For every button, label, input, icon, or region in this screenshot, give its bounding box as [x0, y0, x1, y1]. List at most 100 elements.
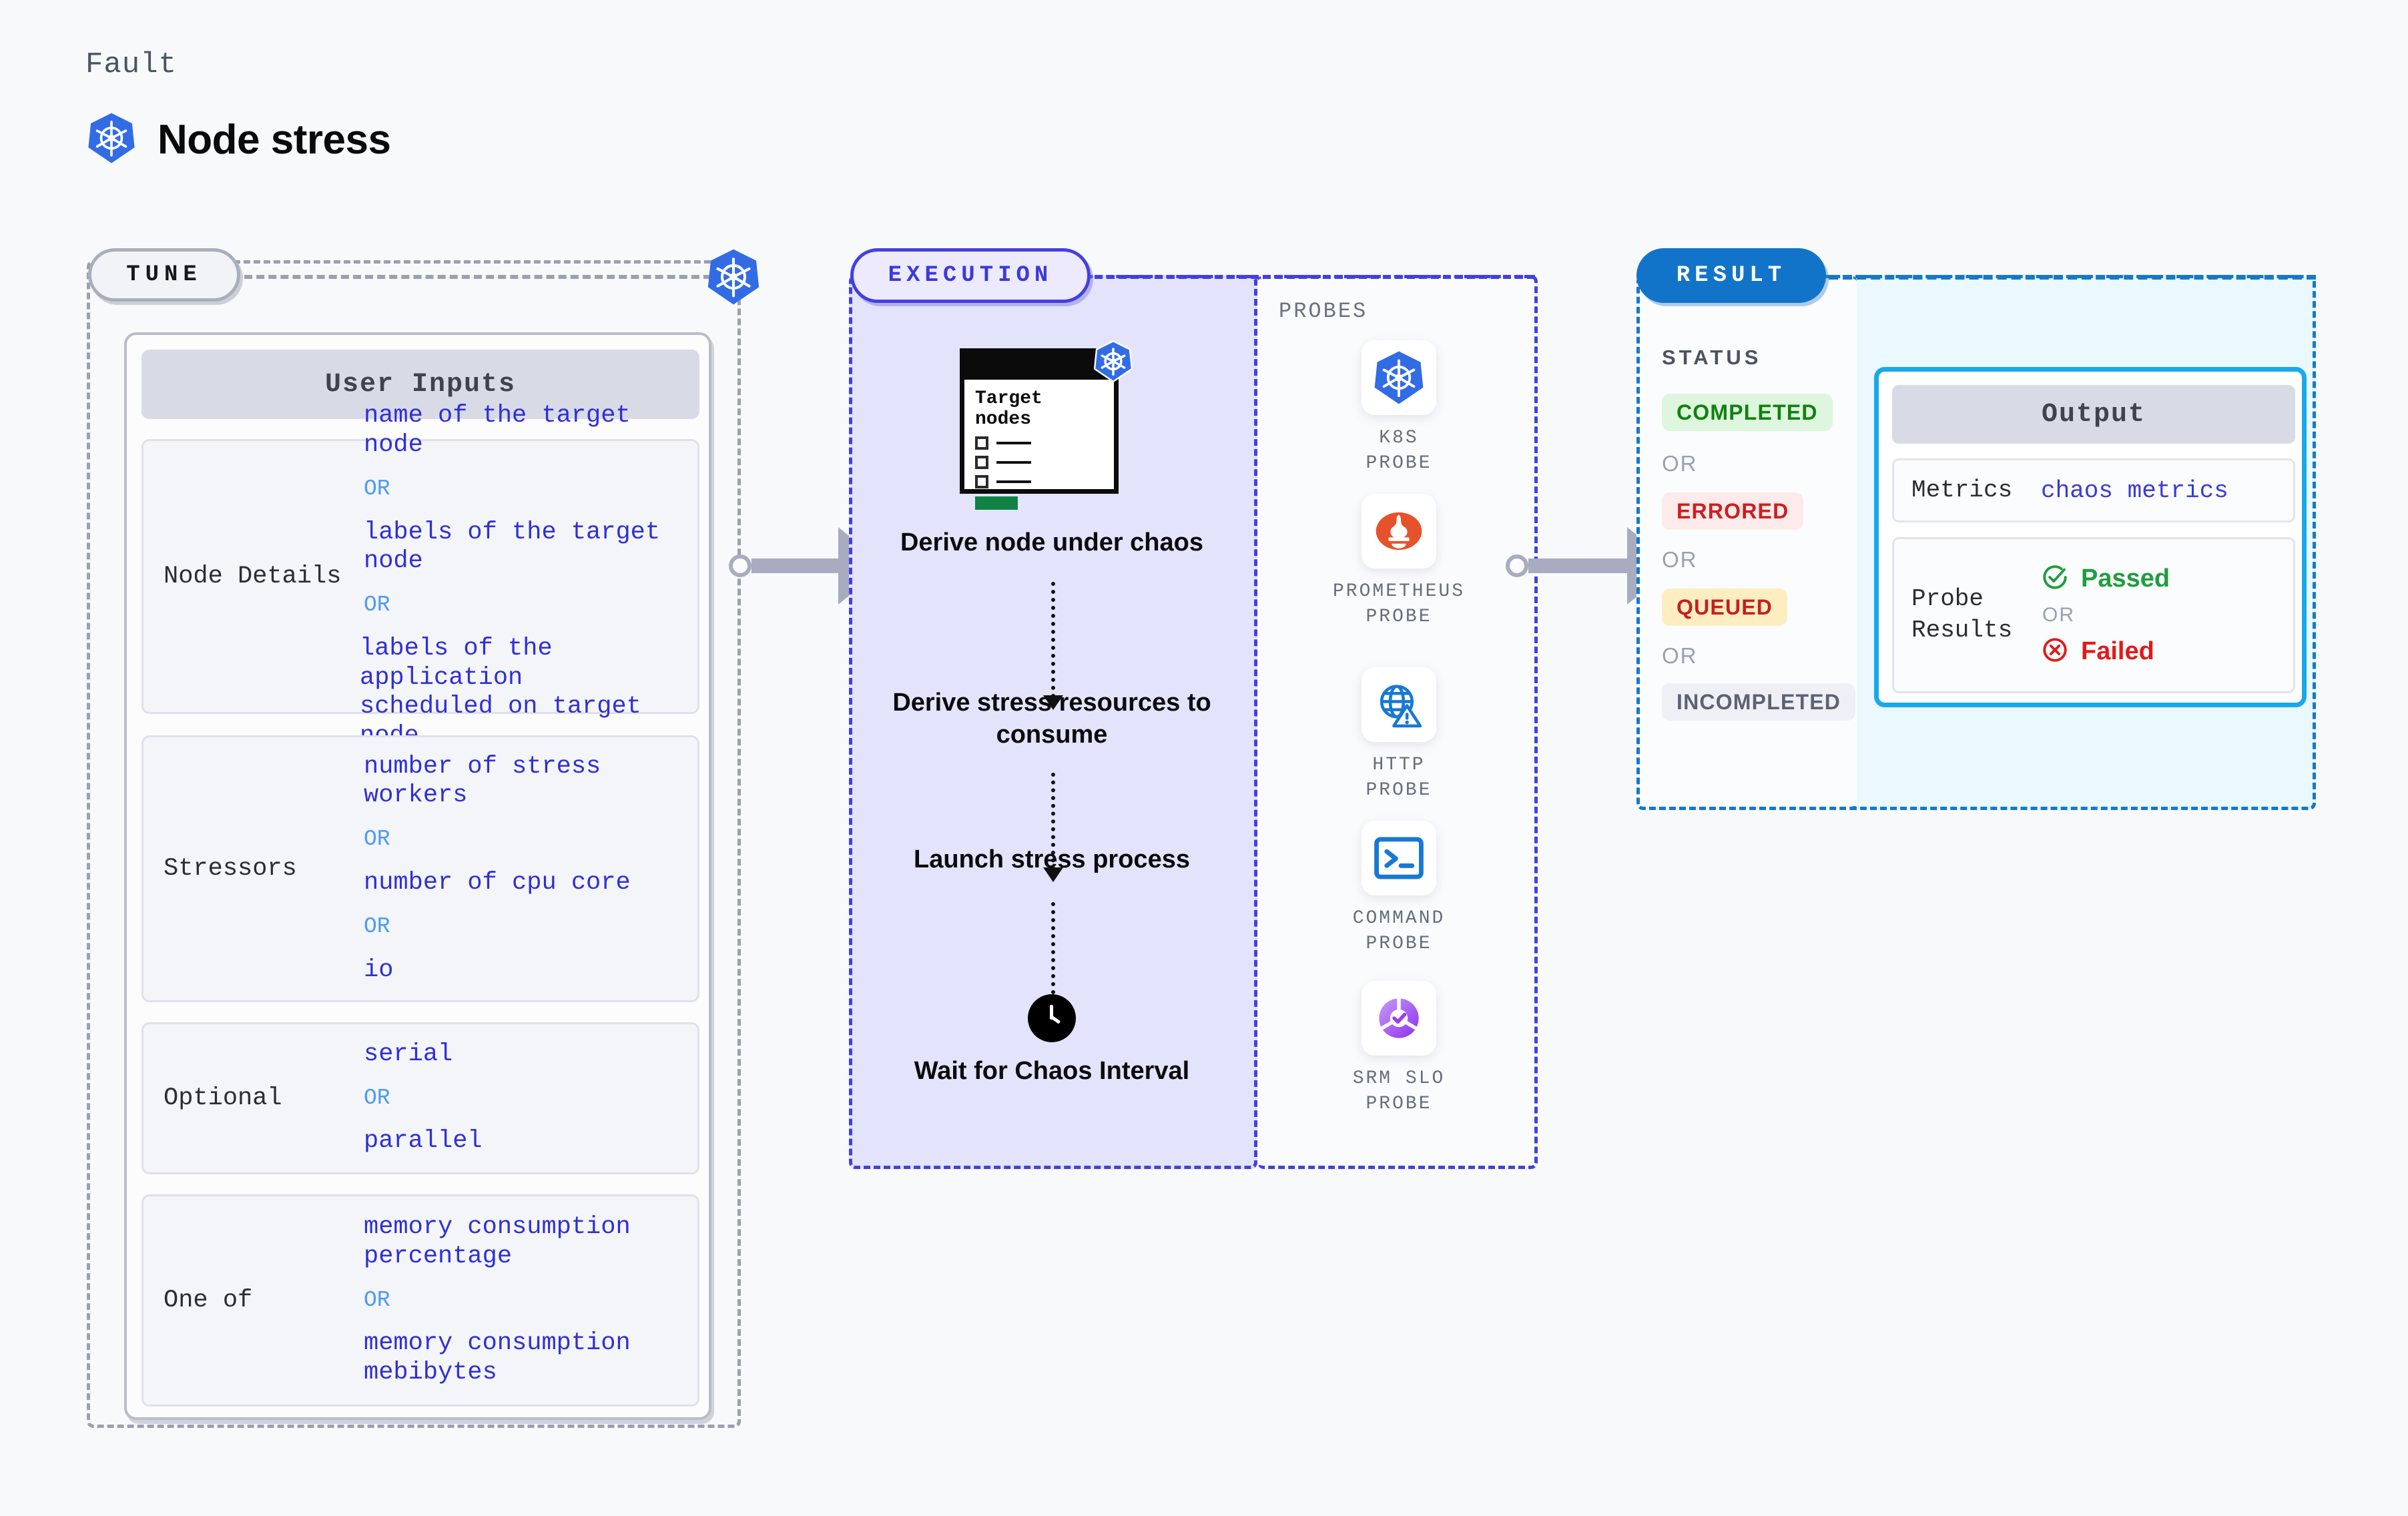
value: memory consumption mebibytes — [364, 1329, 631, 1387]
value: serial — [364, 1040, 453, 1068]
metrics-label: Metrics — [1911, 476, 2013, 504]
tune-connector-line — [244, 275, 711, 279]
checkbox-row — [975, 455, 1114, 469]
passed-label: Passed — [2081, 564, 2170, 593]
probe-label: K8S PROBE — [1366, 428, 1432, 474]
kubernetes-icon — [1093, 340, 1133, 383]
connector-bar — [751, 558, 838, 573]
or-separator: OR — [364, 593, 390, 617]
probe-prometheus[interactable]: PROMETHEUS PROBE — [1333, 494, 1463, 630]
probe-label: HTTP PROBE — [1366, 755, 1432, 801]
target-nodes-title-line1: Target — [975, 388, 1042, 409]
fault-title-row: Node stress — [87, 112, 391, 167]
row-values: serial OR parallel — [364, 1040, 697, 1156]
execution-connector-line — [1095, 275, 1535, 279]
connector-bar — [1528, 558, 1627, 573]
input-row-node-details: Node Details name of the target node OR … — [141, 402, 699, 750]
probes-label: PROBES — [1279, 299, 1368, 324]
or-separator: OR — [364, 1085, 390, 1110]
user-inputs-card: User Inputs Node Details name of the tar… — [124, 332, 711, 1420]
value: memory consumption percentage — [364, 1213, 631, 1270]
status-badge-incompleted: INCOMPLETED — [1662, 683, 1856, 721]
or-separator: OR — [1662, 451, 1698, 476]
checkbox-icon — [975, 455, 988, 469]
target-nodes-card: Target nodes — [960, 348, 1119, 510]
status-badge-queued: QUEUED — [1662, 589, 1788, 626]
clock-icon — [1028, 994, 1076, 1042]
result-connector-line — [1829, 275, 2316, 280]
placeholder-line — [996, 480, 1031, 483]
placeholder-line — [996, 441, 1031, 444]
probe-label: SRM SLO PROBE — [1352, 1068, 1446, 1114]
value: io — [364, 956, 394, 984]
output-row-metrics: Metrics chaos metrics — [1892, 458, 2295, 522]
status-badge-completed: COMPLETED — [1662, 394, 1833, 431]
check-circle-icon — [2041, 563, 2069, 595]
result-section — [1636, 275, 1857, 810]
tune-section — [87, 260, 741, 1428]
placeholder-line — [996, 460, 1031, 464]
flow-step-4: Wait for Chaos Interval — [914, 1057, 1190, 1085]
or-separator: OR — [364, 913, 390, 939]
execution-pill[interactable]: EXECUTION — [850, 248, 1091, 303]
checkbox-row — [975, 436, 1114, 450]
user-inputs-title: User Inputs — [141, 350, 699, 419]
connector-start-dot — [1506, 554, 1528, 577]
row-label: Stressors — [164, 855, 297, 883]
probe-command[interactable]: COMMAND PROBE — [1345, 821, 1452, 957]
metrics-value: chaos metrics — [2041, 476, 2228, 504]
kubernetes-icon — [87, 112, 136, 167]
row-label: Node Details — [164, 562, 342, 591]
probe-result-failed: Failed — [2041, 636, 2170, 667]
or-separator: OR — [1662, 643, 1698, 668]
value: number of stress workers — [364, 752, 601, 810]
x-circle-icon — [2041, 636, 2069, 667]
page-title: Node stress — [158, 117, 391, 163]
value: number of cpu core — [364, 869, 631, 897]
row-label: Optional — [164, 1084, 282, 1112]
row-values: memory consumption percentage OR memory … — [364, 1213, 697, 1388]
card-titlebar — [964, 353, 1114, 380]
probe-srm-slo[interactable]: SRM SLO PROBE — [1345, 981, 1452, 1117]
input-row-optional: Optional serial OR parallel — [141, 1022, 699, 1174]
probe-k8s[interactable]: K8S PROBE — [1345, 340, 1452, 476]
probe-results-values: Passed OR Failed — [2041, 563, 2170, 667]
or-separator: OR — [2042, 604, 2075, 626]
output-row-probe-results: Probe Results Passed OR — [1892, 537, 2295, 693]
value: labels of the application scheduled on t… — [360, 634, 641, 750]
fault-kicker: Fault — [85, 48, 178, 81]
card-body: Target nodes — [964, 380, 1114, 510]
probe-results-label: Probe Results — [1911, 585, 2013, 644]
connector-start-dot — [729, 554, 751, 577]
flow-step-2: Derive stress resources to consume — [892, 689, 1211, 749]
flow-step-3: Launch stress process — [914, 845, 1190, 873]
tune-pill[interactable]: TUNE — [88, 248, 240, 302]
checkbox-icon — [975, 436, 988, 450]
or-separator: OR — [1662, 547, 1698, 572]
or-separator: OR — [364, 1287, 390, 1312]
flow-arrow-2 — [1043, 773, 1063, 882]
kubernetes-icon — [706, 248, 761, 305]
checkbox-row — [975, 474, 1114, 488]
or-separator: OR — [364, 476, 390, 501]
result-pill[interactable]: RESULT — [1636, 248, 1826, 303]
status-label: STATUS — [1662, 346, 1762, 369]
row-label: One of — [164, 1286, 253, 1314]
row-values: name of the target node OR labels of the… — [360, 402, 697, 751]
kubernetes-icon — [1362, 340, 1436, 415]
probe-label: COMMAND PROBE — [1352, 908, 1446, 954]
http-globe-warning-icon — [1362, 667, 1436, 742]
probe-label: PROMETHEUS PROBE — [1332, 581, 1466, 627]
probe-result-passed: Passed — [2041, 563, 2170, 595]
flow-arrow-1 — [1043, 582, 1063, 710]
value: parallel — [364, 1127, 483, 1156]
or-separator: OR — [364, 827, 390, 852]
srm-slo-icon — [1362, 981, 1436, 1056]
probe-http[interactable]: HTTP PROBE — [1345, 667, 1452, 803]
input-row-one-of: One of memory consumption percentage OR … — [141, 1194, 699, 1407]
failed-label: Failed — [2081, 637, 2154, 665]
row-values: number of stress workers OR number of cp… — [364, 753, 697, 986]
output-title: Output — [1892, 385, 2295, 444]
green-progress-bar — [975, 496, 1018, 510]
prometheus-icon — [1362, 494, 1436, 568]
